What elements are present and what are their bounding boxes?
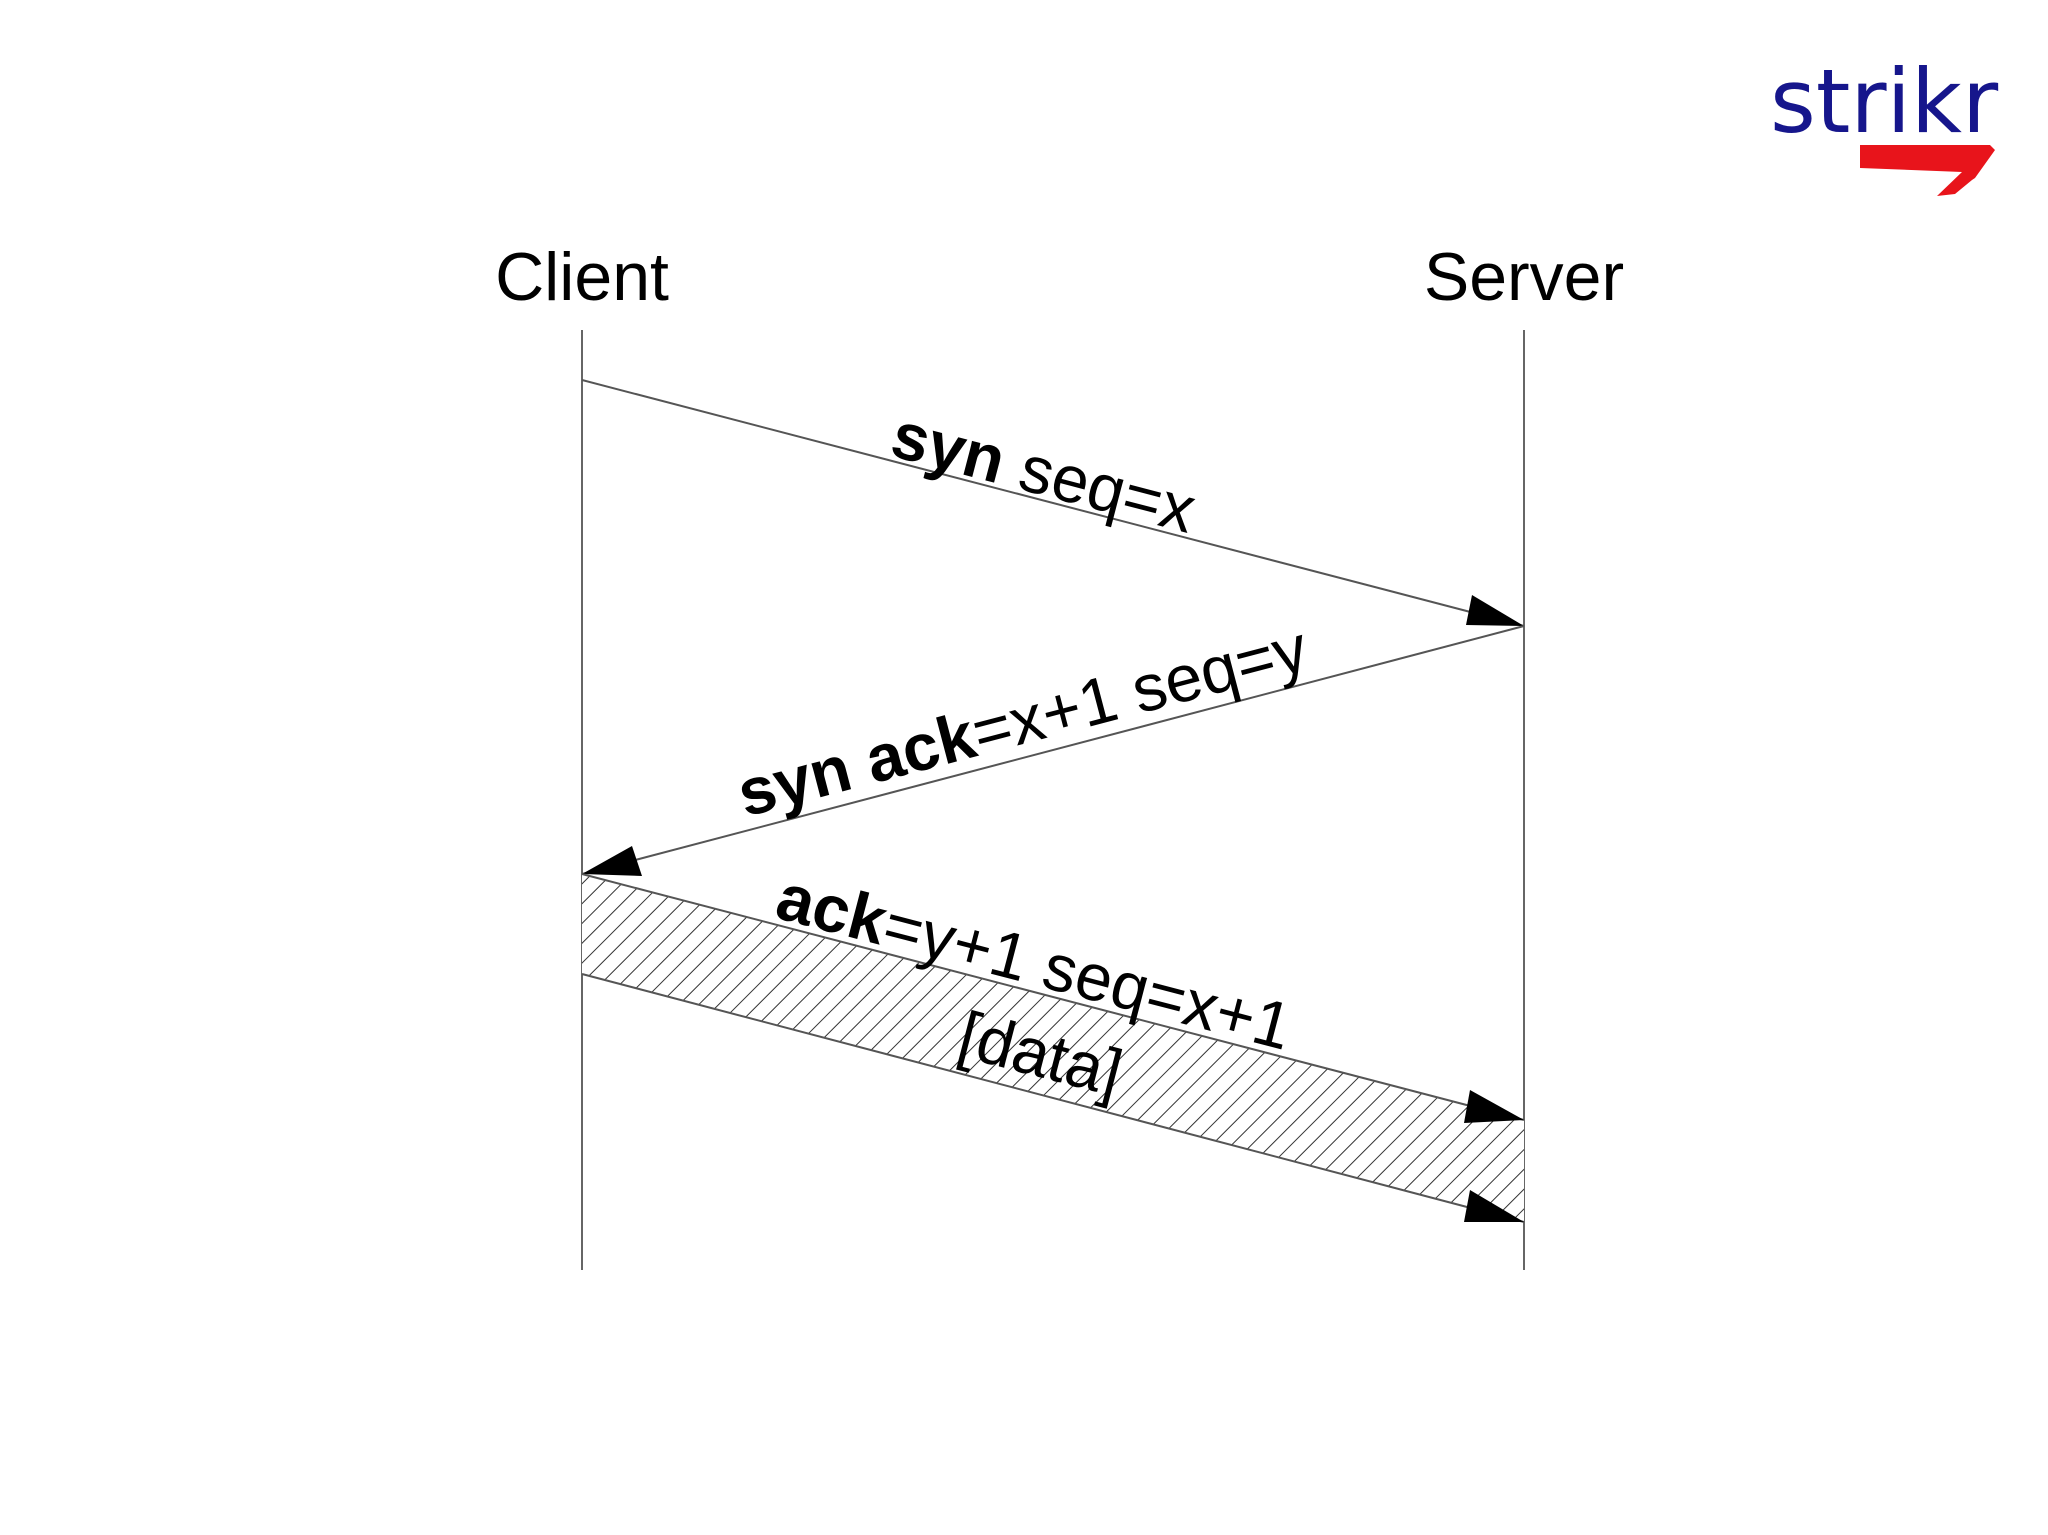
data-arrow-line xyxy=(581,973,1525,1223)
logo-swoosh xyxy=(1860,145,1995,196)
syn-label-rest: seq=x xyxy=(995,426,1204,547)
ack-arrow-line xyxy=(581,873,1525,1121)
message-syn: syn seq=x xyxy=(581,379,1525,627)
message-ack-data: ack=y+1 seq=x+1 [data] xyxy=(581,859,1525,1223)
data-arrowhead xyxy=(1464,1190,1524,1222)
syn-label-keyword: syn xyxy=(884,397,1013,497)
strikr-logo: strikr xyxy=(1770,50,1999,196)
ack-arrowhead xyxy=(1464,1090,1524,1123)
syn-arrowhead xyxy=(1466,595,1524,626)
syn-ack-arrow-line xyxy=(581,625,1525,875)
syn-ack-label-rest: =x+1 seq=y xyxy=(964,610,1315,769)
syn-ack-label: syn ack=x+1 seq=y xyxy=(730,610,1315,830)
logo-text: strikr xyxy=(1770,50,1999,153)
data-band xyxy=(582,874,1524,1222)
syn-arrow-line xyxy=(581,379,1525,627)
participant-server: Server xyxy=(1424,239,1624,315)
syn-ack-arrowhead xyxy=(582,846,642,876)
message-syn-ack: syn ack=x+1 seq=y xyxy=(581,610,1525,876)
syn-label: syn seq=x xyxy=(884,397,1203,547)
syn-ack-label-keyword: syn ack xyxy=(730,697,983,830)
participant-client: Client xyxy=(495,239,669,315)
